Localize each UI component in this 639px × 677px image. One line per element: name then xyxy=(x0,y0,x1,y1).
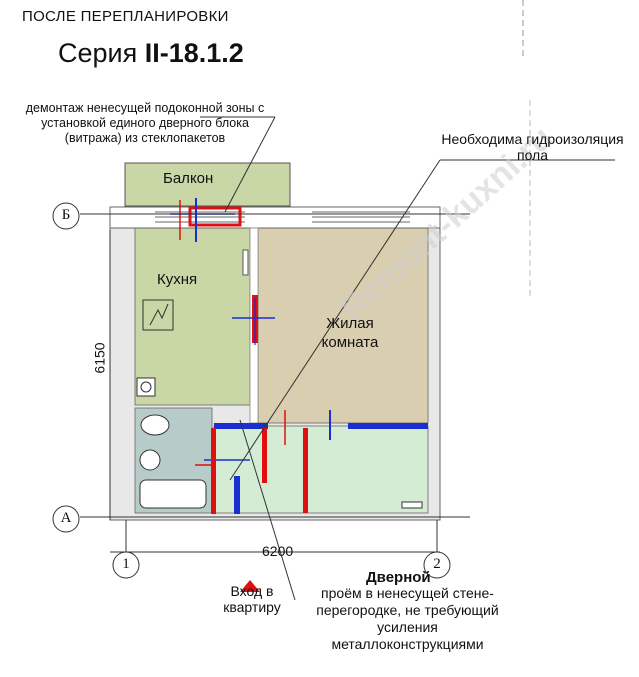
blue-wall xyxy=(214,423,268,429)
toilet-icon xyxy=(140,414,170,436)
stove-icon xyxy=(142,299,174,331)
series-title: Серия II-18.1.2 xyxy=(58,38,244,69)
dimension-vertical: 6150 xyxy=(91,342,108,374)
door-description: проём в ненесущей стене-перегородке, не … xyxy=(316,585,499,652)
room-label-kitchen: Кухня xyxy=(157,271,198,288)
leader-line xyxy=(224,116,276,213)
sink-drain xyxy=(140,381,152,393)
waterproofing-note: Необходима гидроизоляция пола xyxy=(441,131,624,163)
leader-line xyxy=(229,159,441,481)
living-area xyxy=(257,227,429,424)
axis-label-1: 1 xyxy=(122,556,130,572)
axis-marker-1 xyxy=(112,551,140,579)
balcony-area xyxy=(124,162,291,207)
axis-label-2: 2 xyxy=(433,556,441,572)
red-wall xyxy=(211,428,216,514)
red-wall xyxy=(262,428,267,483)
room-label-living: Жилая комната xyxy=(321,315,379,351)
series-prefix: Серия xyxy=(58,38,145,68)
page-title: ПОСЛЕ ПЕРЕПЛАНИРОВКИ xyxy=(22,8,229,25)
window-block-red xyxy=(188,206,242,227)
washbasin-icon xyxy=(139,449,161,471)
axis-marker-2 xyxy=(423,551,451,579)
entry-label: Вход в квартиру xyxy=(223,583,281,615)
dimension-horizontal: 6200 xyxy=(262,543,294,559)
series-code: II-18.1.2 xyxy=(144,38,244,68)
blue-wall xyxy=(348,423,428,429)
blue-wall xyxy=(234,476,240,514)
hall-area xyxy=(213,425,429,514)
stove-lightning xyxy=(149,303,169,326)
axis-marker-a xyxy=(52,505,80,533)
room-label-balcony: Балкон xyxy=(163,170,214,187)
door-title: Дверной xyxy=(366,569,431,586)
radiator xyxy=(242,249,249,276)
entry-triangle xyxy=(240,580,260,592)
axis-marker-b xyxy=(52,202,80,230)
leader-line xyxy=(239,419,296,601)
sink-icon xyxy=(136,377,156,397)
bathtub-icon xyxy=(139,479,207,509)
axis-label-a: А xyxy=(60,510,72,526)
entry-door xyxy=(401,501,423,509)
red-wall xyxy=(303,428,308,513)
demolition-note: демонтаж ненесущей подоконной зоны с уст… xyxy=(25,101,265,145)
axis-label-b: Б xyxy=(61,207,71,223)
